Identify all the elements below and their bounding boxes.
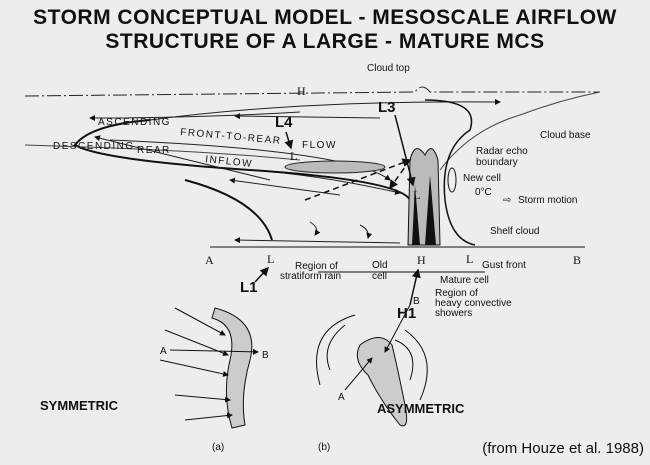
descending-label-2: REAR bbox=[137, 145, 171, 156]
old-cell-label-1: Old bbox=[372, 260, 388, 271]
convective-label-3: showers bbox=[435, 308, 472, 319]
gust-front-label: Gust front bbox=[482, 260, 526, 271]
ascending-label-1: ASCENDING bbox=[98, 117, 171, 128]
shelf-cloud-label: Shelf cloud bbox=[490, 226, 539, 237]
front-to-rear-boundary bbox=[73, 119, 411, 201]
radar-echo-boundary bbox=[424, 99, 476, 246]
ascending-label-2: FRONT-TO-REAR bbox=[180, 127, 282, 147]
point-a-label: A bbox=[205, 253, 214, 267]
panel-a-label: (a) bbox=[212, 442, 224, 453]
zero-c-label: 0°C bbox=[475, 187, 492, 198]
stratiform-melting-layer bbox=[284, 160, 386, 174]
high-surface-label: H bbox=[417, 253, 426, 267]
low-conv-label: L bbox=[413, 188, 420, 202]
convective-cell-cores bbox=[412, 175, 436, 245]
callout-l1: L1 bbox=[240, 279, 258, 296]
cloud-base-label: Cloud base bbox=[540, 130, 591, 141]
asym-a-label: A bbox=[338, 392, 345, 403]
low-rear-label: L bbox=[267, 252, 274, 266]
title-line-2: STRUCTURE OF A LARGE - MATURE MCS bbox=[105, 30, 545, 53]
new-cell-label: New cell bbox=[463, 173, 501, 184]
plan-view-symmetric: A B SYMMETRIC (a) bbox=[40, 307, 269, 453]
source-credit: (from Houze et al. 1988) bbox=[482, 440, 644, 457]
radar-echo-label-1: Radar echo bbox=[476, 146, 528, 157]
cloud-top-line bbox=[24, 86, 600, 97]
high-top-label: H bbox=[297, 84, 306, 98]
storm-motion-arrow-icon: ⇨ bbox=[503, 195, 511, 206]
low-mid-label: L bbox=[290, 149, 297, 163]
mature-cell-label: Mature cell bbox=[440, 275, 489, 286]
cloud-top-label: Cloud top bbox=[367, 63, 410, 74]
panel-b-label: (b) bbox=[318, 442, 330, 453]
callout-l4: L4 bbox=[275, 114, 293, 131]
point-b-label: B bbox=[573, 253, 581, 267]
storm-motion-label: Storm motion bbox=[518, 195, 577, 206]
ascending-label-3: FLOW bbox=[302, 140, 337, 151]
mid-level-flow-dashed-1 bbox=[304, 158, 412, 201]
callout-arrows bbox=[254, 114, 421, 306]
stratiform-label-2: stratiform rain bbox=[280, 271, 341, 282]
sym-b-label: B bbox=[262, 350, 269, 361]
mid-level-flow-dashed-2 bbox=[389, 159, 411, 190]
radar-echo-label-2: boundary bbox=[476, 157, 518, 168]
low-front-label: L bbox=[466, 252, 473, 266]
callout-l3: L3 bbox=[378, 99, 396, 116]
plan-view-asymmetric: A B ASYMMETRIC (b) bbox=[316, 296, 465, 453]
asymmetric-label: ASYMMETRIC bbox=[377, 401, 465, 416]
title-line-1: STORM CONCEPTUAL MODEL - MESOSCALE AIRFL… bbox=[33, 6, 617, 29]
descending-label-3: INFLOW bbox=[205, 154, 254, 170]
cloud-base-line bbox=[24, 91, 601, 171]
new-cell-icon bbox=[447, 167, 457, 193]
old-cell-label-2: cell bbox=[372, 271, 387, 282]
convective-label-2: heavy convective bbox=[435, 298, 512, 309]
stratiform-label-1: Region of bbox=[295, 261, 338, 272]
convective-label-1: Region of bbox=[435, 288, 478, 299]
asym-b-label: B bbox=[413, 296, 420, 307]
symmetric-label: SYMMETRIC bbox=[40, 398, 119, 413]
descending-rear-inflow-line bbox=[184, 179, 273, 241]
descending-label-1: DESCENDING bbox=[53, 141, 135, 152]
sym-a-label: A bbox=[160, 346, 167, 357]
callout-h1: H1 bbox=[397, 305, 416, 322]
